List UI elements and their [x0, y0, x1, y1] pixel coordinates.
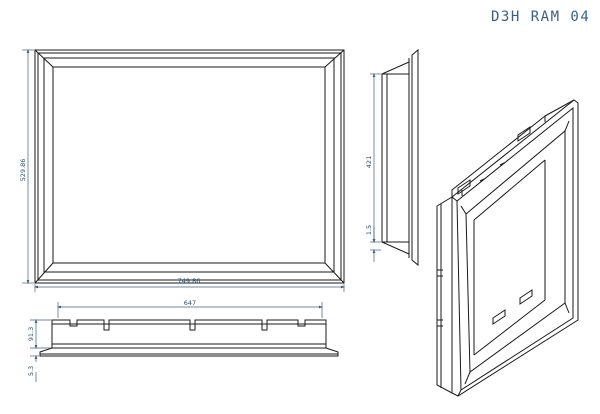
top-body — [51, 319, 327, 349]
iso-flange — [451, 99, 579, 397]
side-dimensions — [370, 72, 381, 262]
front-height-label: 529.86 — [19, 159, 27, 182]
top-view — [39, 319, 339, 357]
side-view — [381, 48, 419, 267]
side-height-label: 421 — [365, 156, 373, 168]
front-width-label: 749.86 — [178, 277, 201, 285]
side-flange — [411, 48, 419, 267]
top-dimensions — [30, 302, 324, 382]
top-height-label: 91.3 — [27, 327, 35, 341]
front-view — [34, 49, 345, 284]
top-flange — [39, 347, 339, 357]
front-outer-frame — [34, 49, 345, 284]
side-body — [381, 73, 410, 243]
front-inner-opening — [52, 66, 326, 264]
front-middle-frame — [43, 57, 335, 273]
iso-left-wall — [436, 196, 453, 394]
drawing-title: D3H RAM 04 — [491, 9, 591, 25]
isometric-view — [436, 99, 579, 397]
top-small-label: 5.3 — [27, 366, 35, 376]
top-width-label: 647 — [184, 299, 196, 307]
side-small-label: 1.5 — [365, 225, 373, 235]
front-dimensions — [22, 48, 346, 292]
